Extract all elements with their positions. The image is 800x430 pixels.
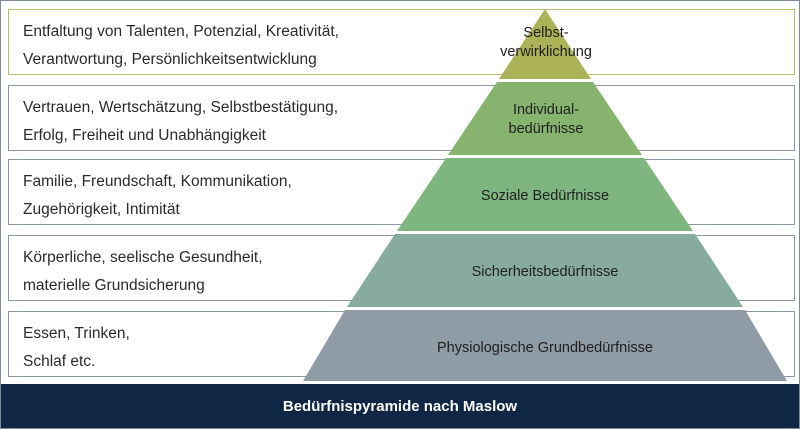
row-text-social: Familie, Freundschaft, Kommunikation, Zu… bbox=[23, 173, 292, 218]
pyramid-label-safety: Sicherheitsbedürfnisse bbox=[472, 264, 619, 280]
footer-title-bar: Bedürfnispyramide nach Maslow bbox=[1, 384, 799, 428]
pyramid-label-physiological: Physiologische Grundbedürfnisse bbox=[437, 340, 653, 356]
pyramid-level-self-actualization bbox=[499, 9, 591, 79]
pyramid-label-self-actualization: Selbst- bbox=[523, 25, 568, 41]
row-text-physiological: Essen, Trinken, Schlaf etc. bbox=[23, 325, 130, 370]
row-text-esteem: Vertrauen, Wertschätzung, Selbstbestätig… bbox=[23, 99, 339, 144]
pyramid-level-safety bbox=[347, 234, 743, 307]
pyramid-label-esteem-2: bedürfnisse bbox=[509, 121, 584, 137]
row-text-self-actualization: Entfaltung von Talenten, Potenzial, Krea… bbox=[23, 23, 339, 68]
footer-title: Bedürfnispyramide nach Maslow bbox=[282, 397, 518, 415]
pyramid-label-social: Soziale Bedürfnisse bbox=[481, 188, 609, 204]
pyramid-label-esteem: Individual- bbox=[513, 102, 579, 118]
row-esteem: Vertrauen, Wertschätzung, Selbstbestätig… bbox=[8, 85, 795, 151]
row-text-safety: Körperliche, seelische Gesundheit, mater… bbox=[23, 249, 263, 294]
pyramid-label-self-actualization-2: verwirklichung bbox=[500, 44, 592, 60]
pyramid-level-physiological bbox=[303, 310, 787, 381]
pyramid-level-esteem bbox=[448, 82, 642, 155]
pyramid-level-social bbox=[397, 158, 693, 231]
row-self-actualization: Entfaltung von Talenten, Potenzial, Krea… bbox=[8, 9, 795, 75]
